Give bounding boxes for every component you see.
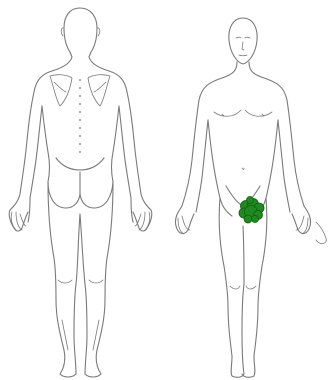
back-view-figure (9, 8, 152, 377)
back-buttocks (48, 158, 113, 208)
front-right-arm (278, 100, 311, 233)
front-torso (208, 120, 278, 198)
front-right-hand (296, 216, 326, 244)
back-spine (79, 79, 81, 153)
back-right-leg (80, 182, 113, 377)
groin-pain-marker (239, 197, 264, 224)
back-head (64, 8, 97, 57)
back-left-arm (9, 92, 42, 231)
front-navel (242, 168, 244, 170)
front-left-arm (175, 100, 208, 233)
front-head (229, 18, 257, 64)
back-left-leg (48, 182, 80, 377)
front-chest (214, 110, 272, 116)
back-right-arm (119, 92, 152, 231)
front-left-hand (178, 216, 190, 234)
back-knee-lines (58, 280, 103, 350)
front-shoulders (199, 62, 287, 100)
back-ears (61, 28, 100, 36)
front-view-figure (175, 18, 326, 377)
back-shoulders (34, 57, 127, 92)
front-face (236, 37, 250, 56)
